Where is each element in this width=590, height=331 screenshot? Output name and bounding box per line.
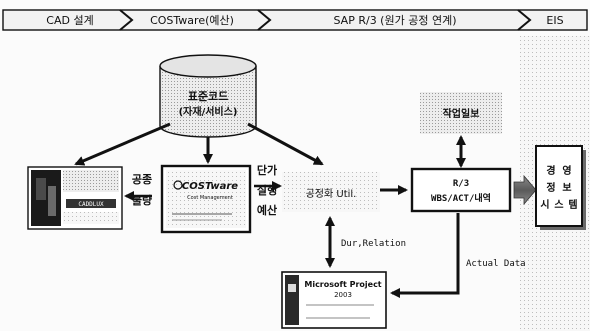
cad-caption: CADDLUX <box>78 201 104 208</box>
standard-code-subtitle: (자재/서비스) <box>179 105 238 118</box>
banner-step-cad: CAD 설계 <box>46 14 93 27</box>
qty-label-1: 공종 <box>132 173 152 186</box>
ms-project-title: Microsoft Project <box>304 280 381 289</box>
r3-box <box>412 169 510 211</box>
banner-step-costware: COSTware(예산) <box>150 14 234 27</box>
ms-project-sidebar <box>285 275 299 325</box>
costware-logo: COSTware <box>182 181 238 192</box>
eis-char-6: 스 <box>554 199 563 211</box>
ms-project-panel: Microsoft Project 2003 <box>282 272 386 328</box>
eis-char-3: 정 <box>546 181 555 194</box>
eis-char-7: 템 <box>568 199 577 211</box>
eis-box <box>536 146 582 226</box>
r3-subtitle: WBS/ACT/내역 <box>431 192 491 204</box>
banner-step-sap: SAP R/3 (원가 공정 연계) <box>334 14 457 27</box>
standard-code-cylinder: 표준코드 (자재/서비스) <box>160 55 256 137</box>
cylinder-top <box>160 55 256 77</box>
cost-label-3: 예산 <box>257 203 277 217</box>
dur-relation-label: Dur,Relation <box>341 239 406 249</box>
eis-char-5: 시 <box>540 199 549 211</box>
cost-label-1: 단가 <box>257 163 277 177</box>
ms-project-year: 2003 <box>334 291 352 299</box>
work-report-label: 작업일보 <box>443 107 480 120</box>
eis-char-1: 경 <box>546 164 555 177</box>
standard-code-title: 표준코드 <box>188 90 228 103</box>
r3-title: R/3 <box>453 179 469 189</box>
eis-char-2: 영 <box>562 164 571 177</box>
costware-panel: COSTware Cost Management <box>162 166 250 232</box>
arrow-r3-to-msproject <box>392 213 458 293</box>
banner-step-eis: EIS <box>546 14 563 27</box>
ms-project-logo-icon <box>288 284 296 292</box>
schedule-label: 공정화 Util. <box>306 188 357 200</box>
arrow-code-to-schedule <box>248 124 322 164</box>
schedule-node: 공정화 Util. <box>282 172 380 212</box>
arrow-code-to-cad <box>76 124 170 164</box>
banner: CAD 설계 COSTware(예산) SAP R/3 (원가 공정 연계) E… <box>3 10 587 30</box>
r3-node: R/3 WBS/ACT/내역 <box>412 169 510 211</box>
costware-sub: Cost Management <box>187 195 233 201</box>
cad-panel: CADDLUX <box>28 167 122 229</box>
actual-data-label: Actual Data <box>466 259 526 269</box>
work-report-node: 작업일보 <box>420 92 502 134</box>
eis-node: 경 영 정 보 시 스 템 <box>536 146 586 230</box>
eis-char-4: 보 <box>562 182 571 194</box>
